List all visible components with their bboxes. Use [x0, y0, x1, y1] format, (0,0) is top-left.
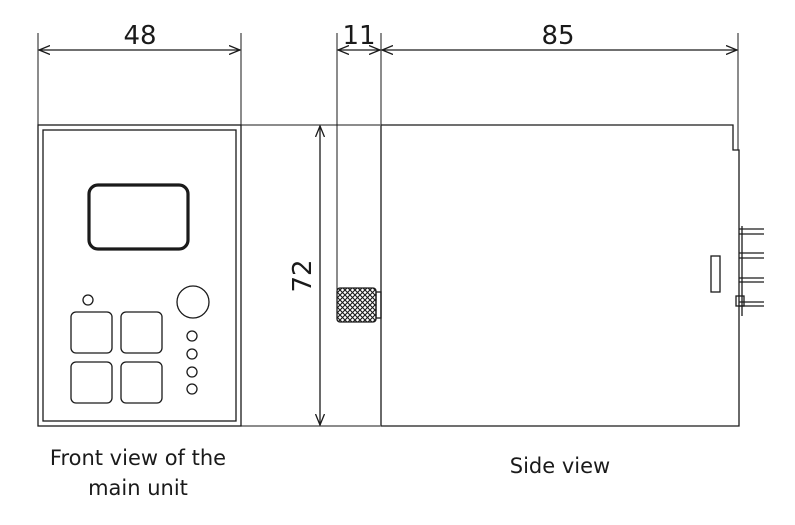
- key-button: [120, 311, 163, 354]
- latch-slot: [710, 255, 721, 293]
- status-led: [186, 383, 198, 395]
- knob-depth-dimension: 11: [336, 21, 382, 290]
- side-depth-label: 85: [541, 21, 574, 51]
- front-view: [37, 124, 242, 427]
- knob-depth-label: 11: [342, 21, 375, 51]
- side-view-caption: Side view: [509, 454, 611, 478]
- height-dimension: 72: [241, 124, 380, 427]
- key-button: [70, 361, 113, 404]
- front-width-label: 48: [123, 21, 156, 51]
- front-outer-frame: [37, 124, 242, 427]
- display-window: [87, 183, 190, 251]
- height-label: 72: [288, 259, 318, 292]
- status-led: [186, 366, 198, 378]
- terminal-pins: [735, 226, 764, 316]
- side-depth-dimension: 85: [382, 21, 739, 150]
- key-button: [120, 361, 163, 404]
- indicator-led: [82, 294, 94, 306]
- side-view: [336, 124, 764, 427]
- front-view-caption: Front view of the main unit: [18, 443, 258, 503]
- status-led: [186, 330, 198, 342]
- knurled-knob: [336, 287, 377, 323]
- knob-collar: [375, 291, 382, 319]
- side-body-outline: [380, 124, 740, 427]
- front-width-dimension: 48: [37, 21, 242, 125]
- front-caption-line2: main unit: [88, 476, 188, 500]
- dial-knob: [176, 285, 210, 319]
- front-caption-line1: Front view of the: [49, 446, 227, 470]
- key-button: [70, 311, 113, 354]
- front-inner-frame: [42, 129, 237, 422]
- status-led: [186, 348, 198, 360]
